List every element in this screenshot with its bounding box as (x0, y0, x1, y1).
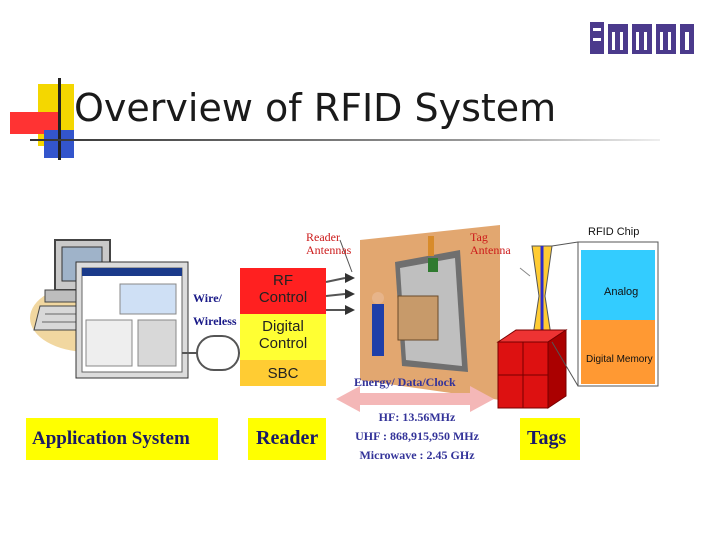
energy-label: Energy/ Data/Clock (354, 375, 456, 389)
reader-antennas-line-1: Reader (306, 230, 340, 244)
tag-antenna-line-1: Tag (470, 230, 488, 244)
band-hf: HF: 13.56MHz (378, 410, 456, 424)
reader-block-sbc: SBC (267, 365, 299, 382)
reader-block-line-2: Control (258, 289, 308, 306)
band-microwave: Microwave : 2.45 GHz (359, 448, 475, 462)
application-screen (75, 261, 189, 379)
reader-label: Reader (256, 427, 319, 449)
tags-label: Tags (527, 427, 567, 449)
reader-block-rf: RF Control (240, 272, 326, 306)
reader-block-line-1: RF (273, 272, 293, 289)
frequency-bands: HF: 13.56MHz UHF : 868,915,950 MHz Micro… (346, 410, 488, 463)
tag-antenna-label: Tag Antenna (470, 231, 511, 257)
title-deco-red (10, 112, 58, 134)
application-system-label: Application System (32, 428, 190, 449)
university-logo-icon (588, 20, 696, 58)
reader-antennas-line-2: Antennas (306, 243, 352, 257)
band-uhf: UHF : 868,915,950 MHz (355, 429, 479, 443)
rfid-chip-label: RFID Chip (588, 226, 640, 238)
title-underline (30, 139, 660, 141)
reader-block-digital: Digital Control (240, 318, 326, 352)
reader-antennas-label: Reader Antennas (306, 231, 351, 257)
wire-label: Wire/ Wireless (193, 292, 237, 328)
reader-block-line-4: Control (258, 335, 308, 352)
digital-memory-label: Digital Memory (586, 354, 653, 365)
title-deco-line (58, 78, 61, 160)
analog-label: Analog (604, 286, 639, 298)
tag-boxes-icon (496, 329, 568, 409)
wire-label-line-1: Wire/ (193, 291, 222, 305)
portal-scene (360, 225, 500, 400)
tag-antenna-line-2: Antenna (470, 243, 511, 257)
reader-block-line-3: Digital (262, 318, 304, 335)
slide-title: Overview of RFID System (74, 86, 557, 130)
wire-label-line-2: Wireless (193, 314, 237, 328)
